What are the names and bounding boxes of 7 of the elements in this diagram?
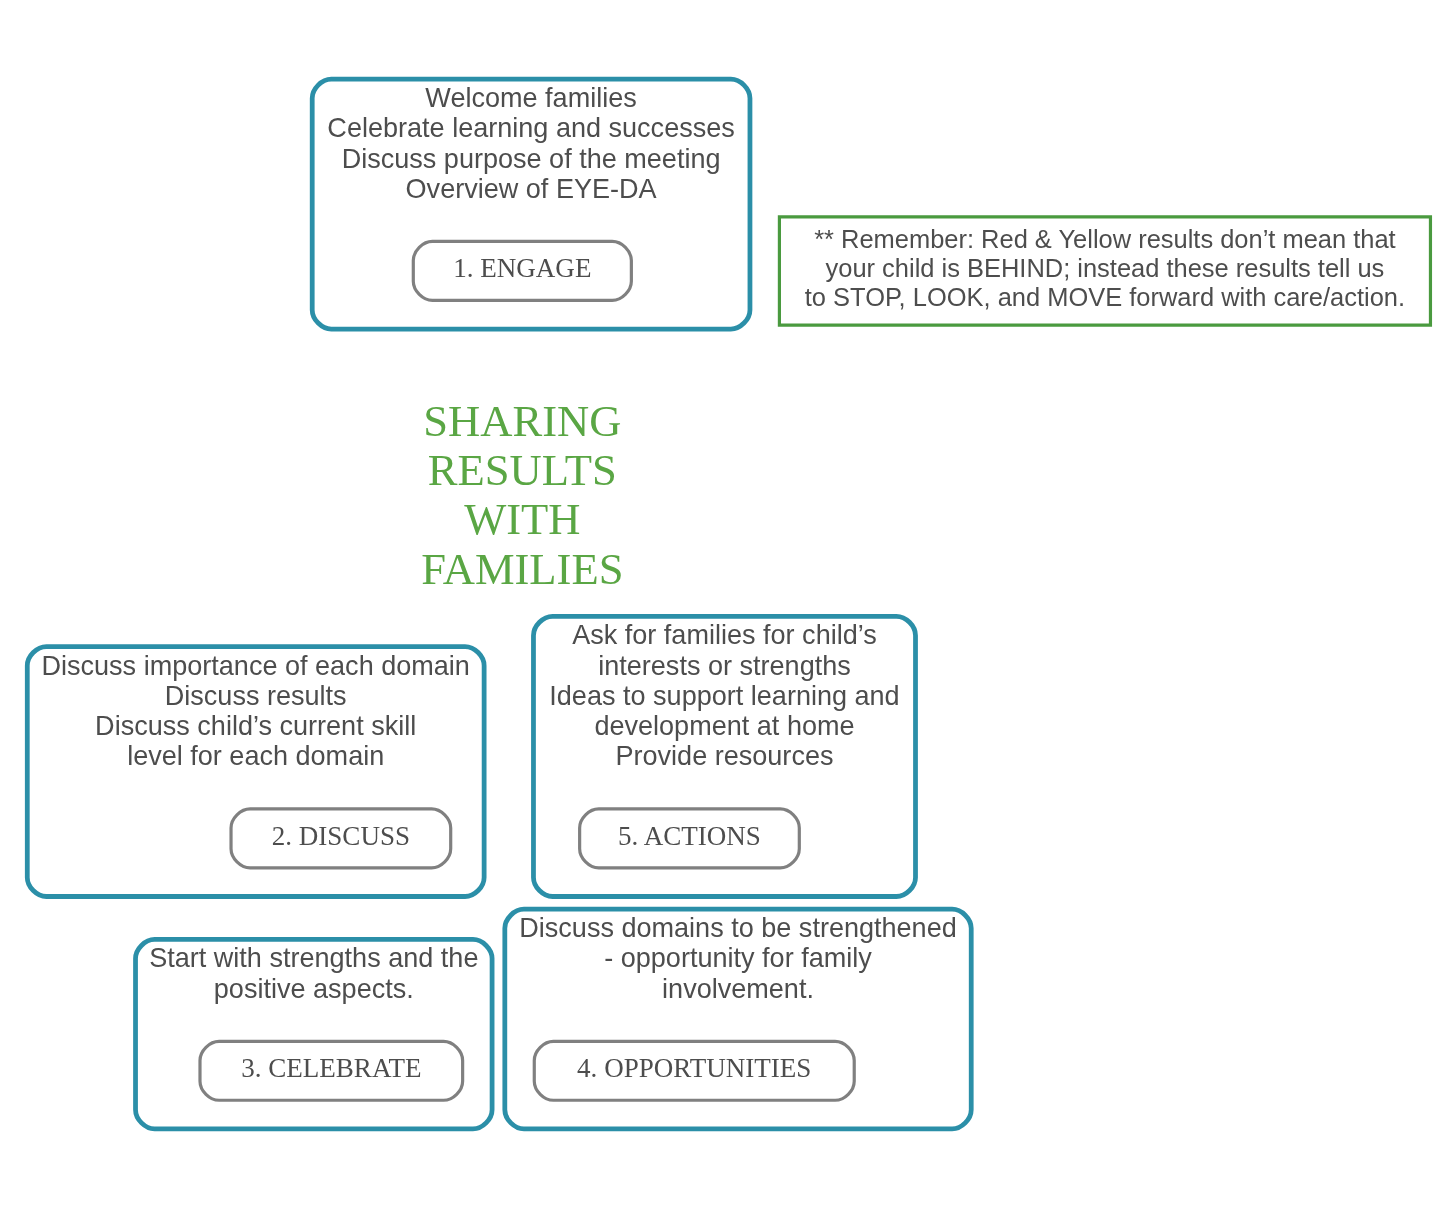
node-box: 1. ENGAGE bbox=[411, 239, 633, 302]
node-box: 4. OPPORTUNITIES bbox=[532, 1039, 856, 1102]
node-box: 5. ACTIONS bbox=[578, 806, 801, 869]
node-box: 3. CELEBRATE bbox=[198, 1039, 465, 1102]
node-box: 2. DISCUSS bbox=[229, 806, 453, 869]
label: SHARING RESULTS WITH FAMILIES bbox=[421, 395, 624, 594]
node-box: ** Remember: Red & Yellow results don’t mean that your child is BEHIND; instead these results tell us to STOP, LOOK, and MOVE forward with care/action. bbox=[777, 214, 1433, 327]
